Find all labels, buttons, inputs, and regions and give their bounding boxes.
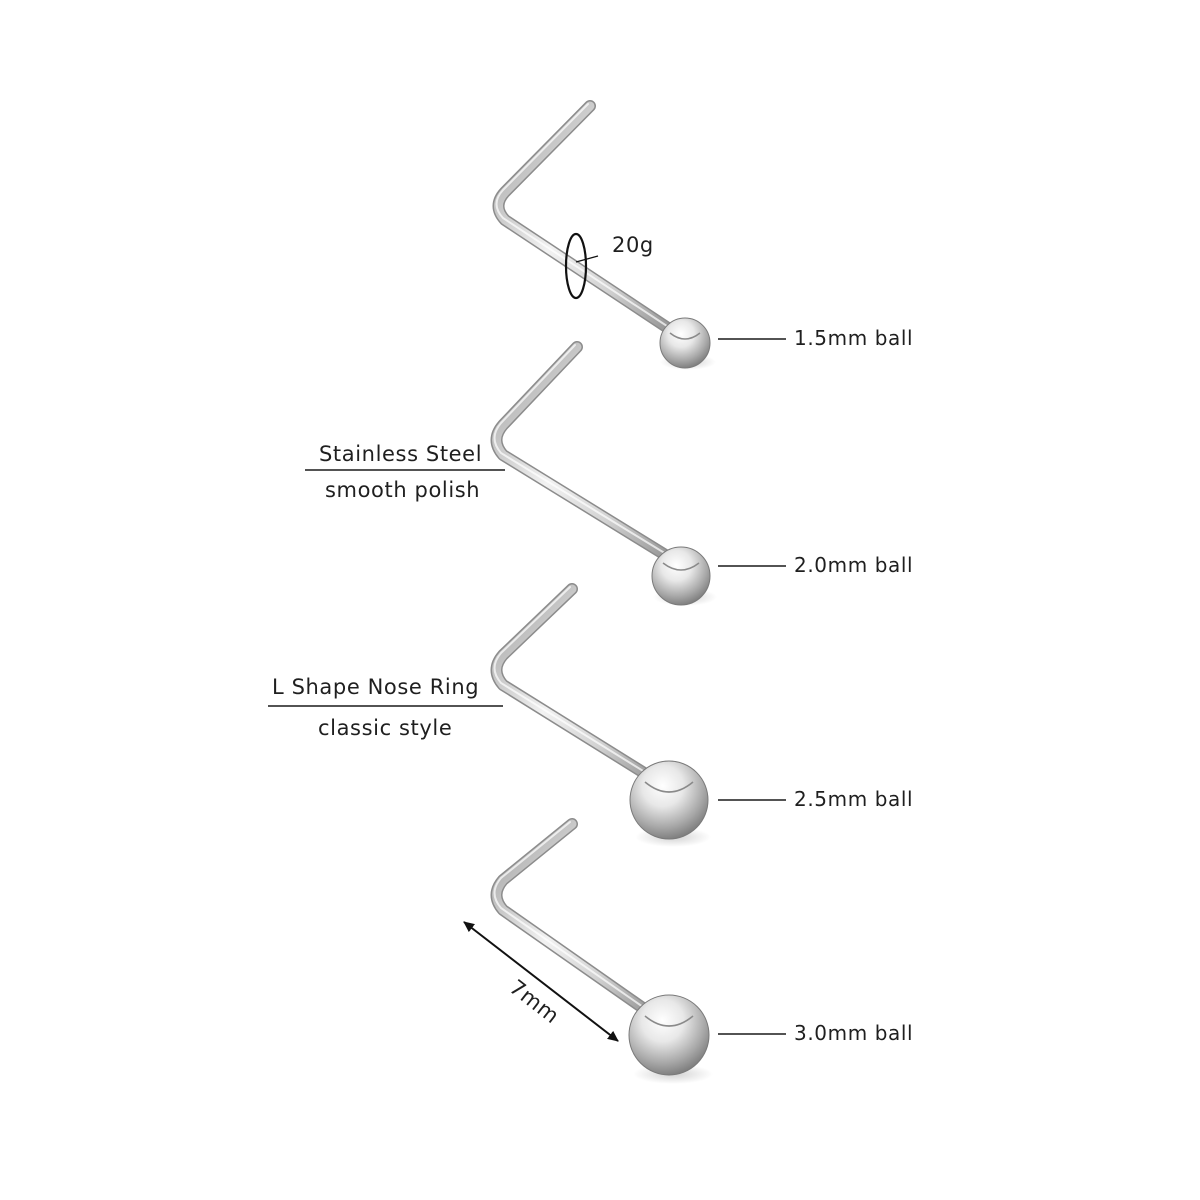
ring-1-wire (494, 101, 685, 341)
ring-1-ball (659, 317, 711, 369)
nose-ring-3 (490, 583, 711, 847)
ring-3-wire (492, 584, 670, 791)
ring-1-wire-highlight (495, 103, 677, 333)
gauge-leader-line (575, 255, 599, 263)
ring-4-ball-reflection (644, 1015, 694, 1027)
ring-4-ball (628, 994, 710, 1076)
ring-4-wire-highlight (493, 821, 657, 1017)
ring-1-ball-reflection (669, 332, 701, 340)
ring-3-ball (629, 760, 709, 840)
ring-2-ball-label: 2.0mm ball (794, 553, 913, 577)
shape-label-line2: classic style (318, 716, 452, 740)
shape-label-line1: L Shape Nose Ring (272, 675, 479, 699)
ring-4-ball-label: 3.0mm ball (794, 1021, 913, 1045)
ring-2-wire-highlight (493, 344, 677, 561)
length-label: 7mm (505, 975, 564, 1028)
ring-3-wire-outline (490, 583, 671, 792)
ring-3-wire-highlight (493, 586, 662, 783)
nose-ring-2 (490, 341, 717, 606)
material-label-line1: Stainless Steel (319, 442, 482, 466)
gauge-ellipse-marker (564, 232, 588, 300)
length-dimension-arrow (463, 921, 619, 1042)
ring-2-wire (492, 342, 685, 569)
material-label-line2: smooth polish (325, 478, 480, 502)
ring-2-wire-outline (490, 341, 686, 570)
ring-2-ball-reflection (662, 562, 700, 571)
ring-2-ball (651, 546, 711, 606)
ring-1-wire-outline (492, 100, 686, 342)
ring-3-ball-label: 2.5mm ball (794, 787, 913, 811)
ring-3-ball-reflection (644, 781, 694, 793)
ring-1-ball-label: 1.5mm ball (794, 326, 913, 350)
nose-ring-4 (490, 818, 713, 1084)
gauge-label: 20g (612, 233, 654, 257)
nose-ring-1 (492, 100, 716, 370)
